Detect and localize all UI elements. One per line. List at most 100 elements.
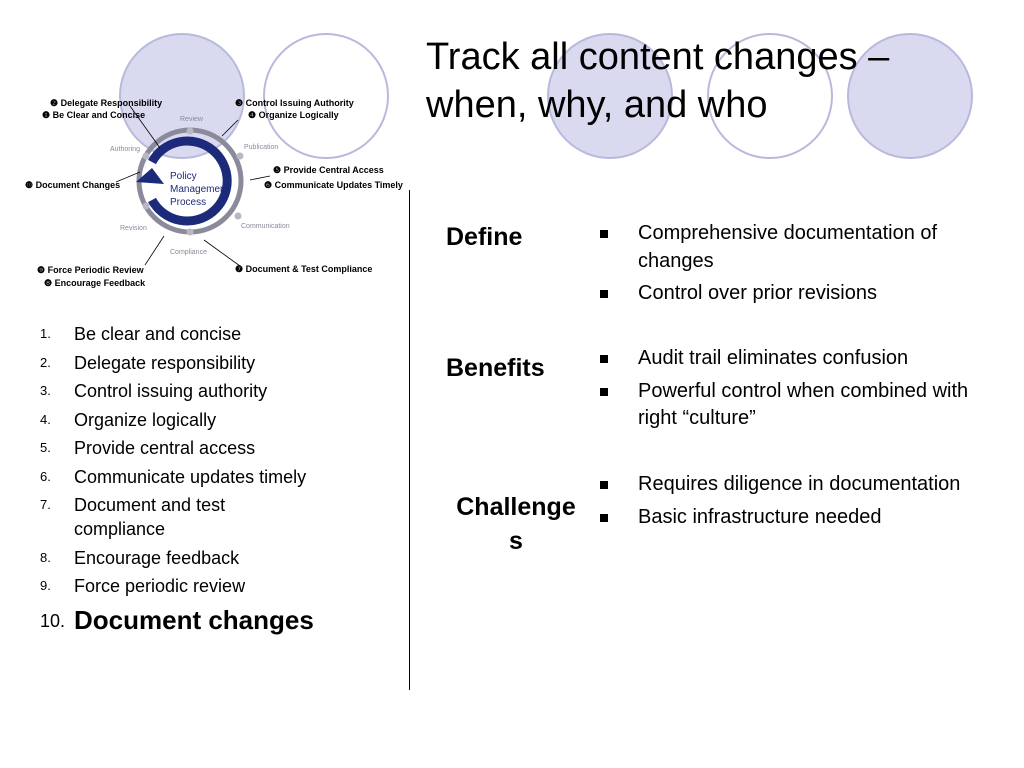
center-line-1: Policy [170,171,197,182]
ring-node [142,202,150,210]
stage-communication: Communication [241,223,290,230]
square-bullet-icon [600,290,608,298]
bullet-item: Audit trail eliminates confusion [600,345,970,373]
list-number: 1. [40,326,51,341]
callout-provide-central-access: ❺ Provide Central Access [273,165,384,175]
title-line-2: when, why, and who [426,84,768,126]
bullet-item: Requires diligence in documentation [600,471,970,499]
bullet-text: Audit trail eliminates confusion [638,347,909,369]
callout-force-periodic-review: ❾ Force Periodic Review [37,265,144,275]
ring-node [234,212,242,220]
list-item: 4. Organize logically [40,408,370,432]
list-number: 7. [40,497,51,512]
list-item: 6.Communicate updates timely [40,465,370,489]
bullet-text: Comprehensive documentation of changes [638,222,938,272]
list-item: 7. Document and test compliance [40,493,370,541]
bullet-text: Basic infrastructure needed [638,505,882,528]
callout-line [203,239,241,267]
bullet-text: Powerful control when combined with righ… [638,379,969,430]
callout-line [249,175,271,181]
decorative-circles [119,33,973,159]
process-cycle-graphic [115,105,271,267]
list-number: 3. [40,383,51,398]
list-text: Communicate updates timely [74,466,307,487]
deco-circle [707,33,833,159]
bullet-item: Control over prior revisions [600,280,970,308]
list-item: 3. Control issuing authority [40,379,370,403]
bullet-item: Powerful control when combined with righ… [600,378,970,433]
bullet-item: Comprehensive documentation of changes [600,220,970,275]
callout-line [129,105,161,149]
deco-circle [847,33,973,159]
label-challenges: Challenge s [446,490,586,558]
label-challenges-line-2: s [509,527,523,555]
callout-control-issuing-authority: ❸ Control Issuing Authority [235,98,354,108]
ring-node [186,127,194,135]
deco-circle [119,33,245,159]
list-item: 8. Encourage feedback [40,546,370,570]
process-center-label: Policy Management Process [170,170,228,209]
square-bullet-icon [600,387,608,396]
list-text: Document and test compliance [74,495,226,539]
label-challenges-line-1: Challenge [456,493,576,521]
callout-organize-logically: ❹ Organize Logically [248,110,339,120]
stage-review: Review [180,116,203,123]
bullet-item: Basic infrastructure needed [600,504,970,532]
callout-be-clear-concise: ❶ Be Clear and Concise [42,110,146,120]
callout-line [115,171,141,183]
list-text: Delegate responsibility [74,352,256,373]
callout-document-test-compliance: ❼ Document & Test Compliance [235,264,373,274]
label-define: Define [446,223,523,251]
ring-node [236,152,244,160]
list-text: Be clear and concise [74,324,242,344]
list-text: Force periodic review [74,576,246,596]
ring-node [142,152,150,160]
callout-document-changes: ❿ Document Changes [25,180,121,190]
stage-revision: Revision [120,225,147,232]
list-number: 2. [40,354,51,370]
title-line-1: Track all content changes – [426,36,890,78]
policy-process-diagram: Review Publication Authoring Revision Co… [0,0,410,300]
slide-title: Track all content changes – when, why, a… [426,33,1006,129]
list-number: 9. [40,578,51,593]
list-number: 5. [40,440,51,455]
stage-authoring: Authoring [110,146,140,153]
define-bullets: Comprehensive documentation of changes C… [600,220,970,313]
square-bullet-icon [600,513,608,522]
list-item: 1. Be clear and concise [40,322,370,346]
list-number: 8. [40,549,51,565]
square-bullet-icon [600,230,608,238]
bullet-text: Requires diligence in documentation [638,473,961,495]
policy-steps-list: 1. Be clear and concise 2. Delegate respon… [40,322,370,643]
list-number: 4. [40,411,51,427]
list-number: 10. [40,610,66,631]
square-bullet-icon [600,355,608,363]
square-bullet-icon [600,481,608,489]
stage-publication: Publication [244,144,279,151]
callout-delegate-responsibility: ❷ Delegate Responsibility [50,98,163,108]
center-line-2: Management [170,184,229,195]
list-item: 5. Provide central access [40,436,370,460]
center-line-3: Process [170,197,207,208]
list-item: 9. Force periodic review [40,574,370,598]
list-item-highlighted: 10. Document changes [40,603,370,639]
challenges-bullets: Requires diligence in documentation Basi… [600,471,970,536]
list-text: Control issuing authority [74,381,268,401]
list-text: Encourage feedback [74,547,240,568]
stage-compliance: Compliance [170,249,207,256]
bullet-text: Control over prior revisions [638,282,877,304]
callout-line [144,235,165,266]
label-benefits: Benefits [446,354,545,382]
deco-circle [263,33,389,159]
cycle-arrowhead [136,168,164,184]
list-text: Document changes [74,604,314,635]
cycle-arrow [148,136,232,226]
callout-communicate-updates-timely: ❻ Communicate Updates Timely [264,180,403,190]
list-text: Provide central access [74,438,256,458]
ring-node [186,228,194,236]
callout-line [221,119,239,137]
list-text: Organize logically [74,409,217,430]
list-item: 2. Delegate responsibility [40,351,370,375]
deco-circle [547,33,673,159]
vertical-divider [409,190,410,690]
